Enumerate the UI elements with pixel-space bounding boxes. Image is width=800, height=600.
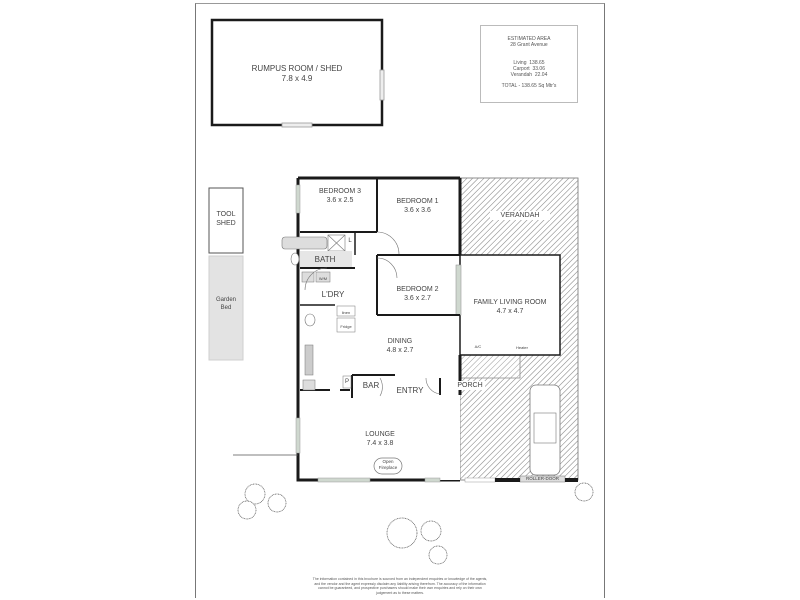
room-laundry: L'DRY [321, 290, 345, 299]
linen-cupboard: linen [341, 310, 351, 315]
verandah-label: VERANDAH [490, 211, 550, 220]
air-conditioner: A/C [474, 344, 482, 349]
area-row-carport: Carport 33.06 [513, 66, 545, 72]
estimated-area-box: ESTIMATED AREA 28 Grant Avenue Living 13… [480, 25, 578, 103]
bar: BAR [362, 381, 380, 390]
room-bath: BATH [314, 255, 336, 264]
washing-machine: W/M [318, 276, 328, 281]
area-total: TOTAL - 138.65 Sq Mtr's [501, 83, 557, 89]
area-address: 28 Grant Avenue [510, 42, 548, 48]
disclaimer-text: The information contained in this brochu… [312, 577, 488, 595]
fridge: Fridge [340, 324, 352, 329]
pantry: P [344, 379, 349, 385]
plan-sheet-border [195, 3, 605, 598]
area-title: ESTIMATED AREA [507, 36, 551, 42]
heater: Heater [515, 345, 528, 350]
porch-label: PORCH [455, 381, 485, 390]
roller-door: ROLLER-DOOR [525, 476, 559, 481]
linen-cupboard-l: L [348, 238, 352, 244]
entry: ENTRY [396, 386, 424, 395]
area-row-verandah: Verandah 22.04 [510, 72, 548, 78]
area-row-living: Living 138.65 [513, 60, 545, 66]
